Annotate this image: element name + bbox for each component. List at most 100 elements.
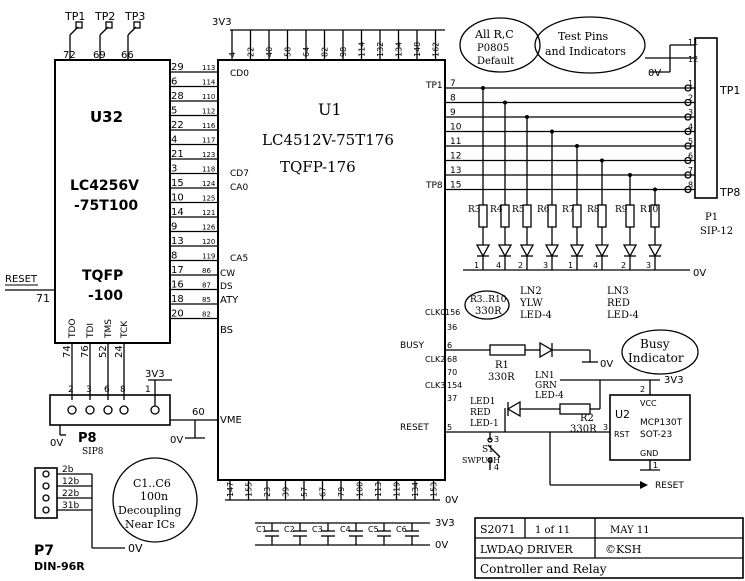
p1-pin-number: 1 [688,79,693,88]
u1-clk3-label: CLK3 [425,381,445,390]
u1-bottom-gnd: 0V [445,495,458,506]
p8-body [49,394,171,426]
u32-pin-number: 5 [171,106,177,117]
led1-line3: LED-1 [470,419,499,429]
u2-ref: U2 [615,408,630,421]
note-bubble-r [464,290,510,320]
ln1-line3: LED-4 [535,391,564,401]
busy-signal-label: BUSY [400,341,424,351]
u2-supply: 3V3 [664,375,684,386]
u2-gnd: GND [640,449,658,458]
u1-ref: U1 [318,100,342,119]
s1-pin: 3 [494,435,499,444]
led-pin-number: 1 [568,261,573,270]
led-gnd: 0V [693,268,706,279]
u1-out-pin-number: 15 [450,181,461,191]
u1-pin-number: 114 [202,79,216,87]
led-pin-number: 4 [593,261,598,270]
u2-rst: RST [614,430,630,439]
u32-pin-number: 28 [171,91,184,102]
resistor-ref: R9 [615,205,628,215]
u1-top-pin-number: 82 [321,47,330,57]
jtag-label: TMS [104,319,114,339]
p7-pin [42,470,50,478]
s1-ref: S1 [482,445,494,455]
ln2-line2: YLW [519,298,543,309]
u32-part-line2: -75T100 [74,198,138,214]
u1-busy-pin: 154 [447,381,462,390]
resistor-ref: R6 [537,205,550,215]
p1-pin-number: 5 [688,137,693,146]
u1-pin-number: 87 [202,282,211,290]
capacitor-ref: C1 [256,525,267,534]
u1-top-pin-number: 114 [358,42,367,57]
capacitor-ref: C5 [368,525,379,534]
u32-pin-number: 8 [171,251,177,262]
note-busy-line1: Busy [640,337,670,351]
u1-bottom-pin-number: 100 [356,482,365,497]
u1-tp1-label: TP1 [425,81,443,91]
ln3-line1: LN3 [607,286,629,297]
tp1-label: TP1 [64,10,85,23]
led-pin-number: 3 [543,261,548,270]
u32-pin-number: 29 [171,62,184,73]
u32-reset-pin: 71 [36,292,50,305]
p1-tp-first: TP1 [719,84,740,97]
ln3-line2: RED [607,298,630,309]
led-pin-number: 2 [518,261,523,270]
p8-pin: 8 [120,385,126,395]
ln3-line3: LED-4 [607,310,639,321]
jtag-pin: 52 [98,345,109,358]
u32-ref: U32 [90,108,123,126]
u1-bottom-pin-number: 79 [337,487,346,497]
u1-signal-bs: BS [220,325,233,336]
u32-pin-number: 20 [171,309,184,320]
u1-pkg: TQFP-176 [280,158,356,176]
resistor-ref: R5 [512,205,525,215]
jtag-label: TDI [86,323,96,339]
p1-pin-number: 3 [688,108,693,117]
u1-bottom-pin-number: 113 [374,482,383,497]
u1-pin-number: 120 [202,238,215,246]
u1-reset-label: RESET [400,423,429,433]
p8-pin [150,405,160,415]
u1-busy-pin: 68 [447,355,457,364]
u1-pin-number: 86 [202,267,211,275]
u1-signal-ca5: CA5 [230,254,248,264]
p7-pin: 31b [62,501,79,511]
p1-pin-number: 2 [688,94,693,103]
s1-pin: 4 [494,463,499,472]
u1-bottom-pin-number: 39 [282,487,291,497]
note-busy-line2: Indicator [628,351,684,365]
resistor-ref: R7 [562,205,575,215]
tp2-label: TP2 [94,10,115,23]
note-rc-line1: All R,C [474,28,514,41]
u1-bottom-pin-number: 153 [430,482,439,497]
u32-pin-number: 18 [171,294,184,305]
u1-vme-pin: 60 [192,407,205,418]
vme-gnd: 0V [170,435,183,446]
u2-pin: 3 [603,423,608,432]
u1-signal-cd7: CD7 [230,169,249,179]
ln1-line1: LN1 [535,371,555,381]
p1-ref: P1 [705,212,718,223]
title-block [474,517,744,579]
u1-signal-vme: VME [220,415,242,426]
led1-line1: LED1 [470,397,496,407]
p7-type: DIN-96R [34,560,85,573]
led-pin-number: 3 [646,261,651,270]
note-bubble-busy [621,329,699,375]
u2-vcc: VCC [640,399,657,408]
u1-signal-aty: ATY [220,295,239,306]
u1-clk-pin: 156 [445,308,460,317]
u32-pin-number: 3 [171,164,177,175]
u1-signal-cd0: CD0 [230,69,249,79]
r1-body [489,344,526,356]
p7-pin [42,482,50,490]
u1-out-pin-number: 9 [450,108,456,118]
u1-pin-number: 121 [202,209,215,217]
jtag-pin: 74 [62,345,73,358]
u1-bottom-pin-number: 155 [245,482,254,497]
u32-pin-number: 14 [171,207,184,218]
u1-pin-number: 126 [202,224,216,232]
